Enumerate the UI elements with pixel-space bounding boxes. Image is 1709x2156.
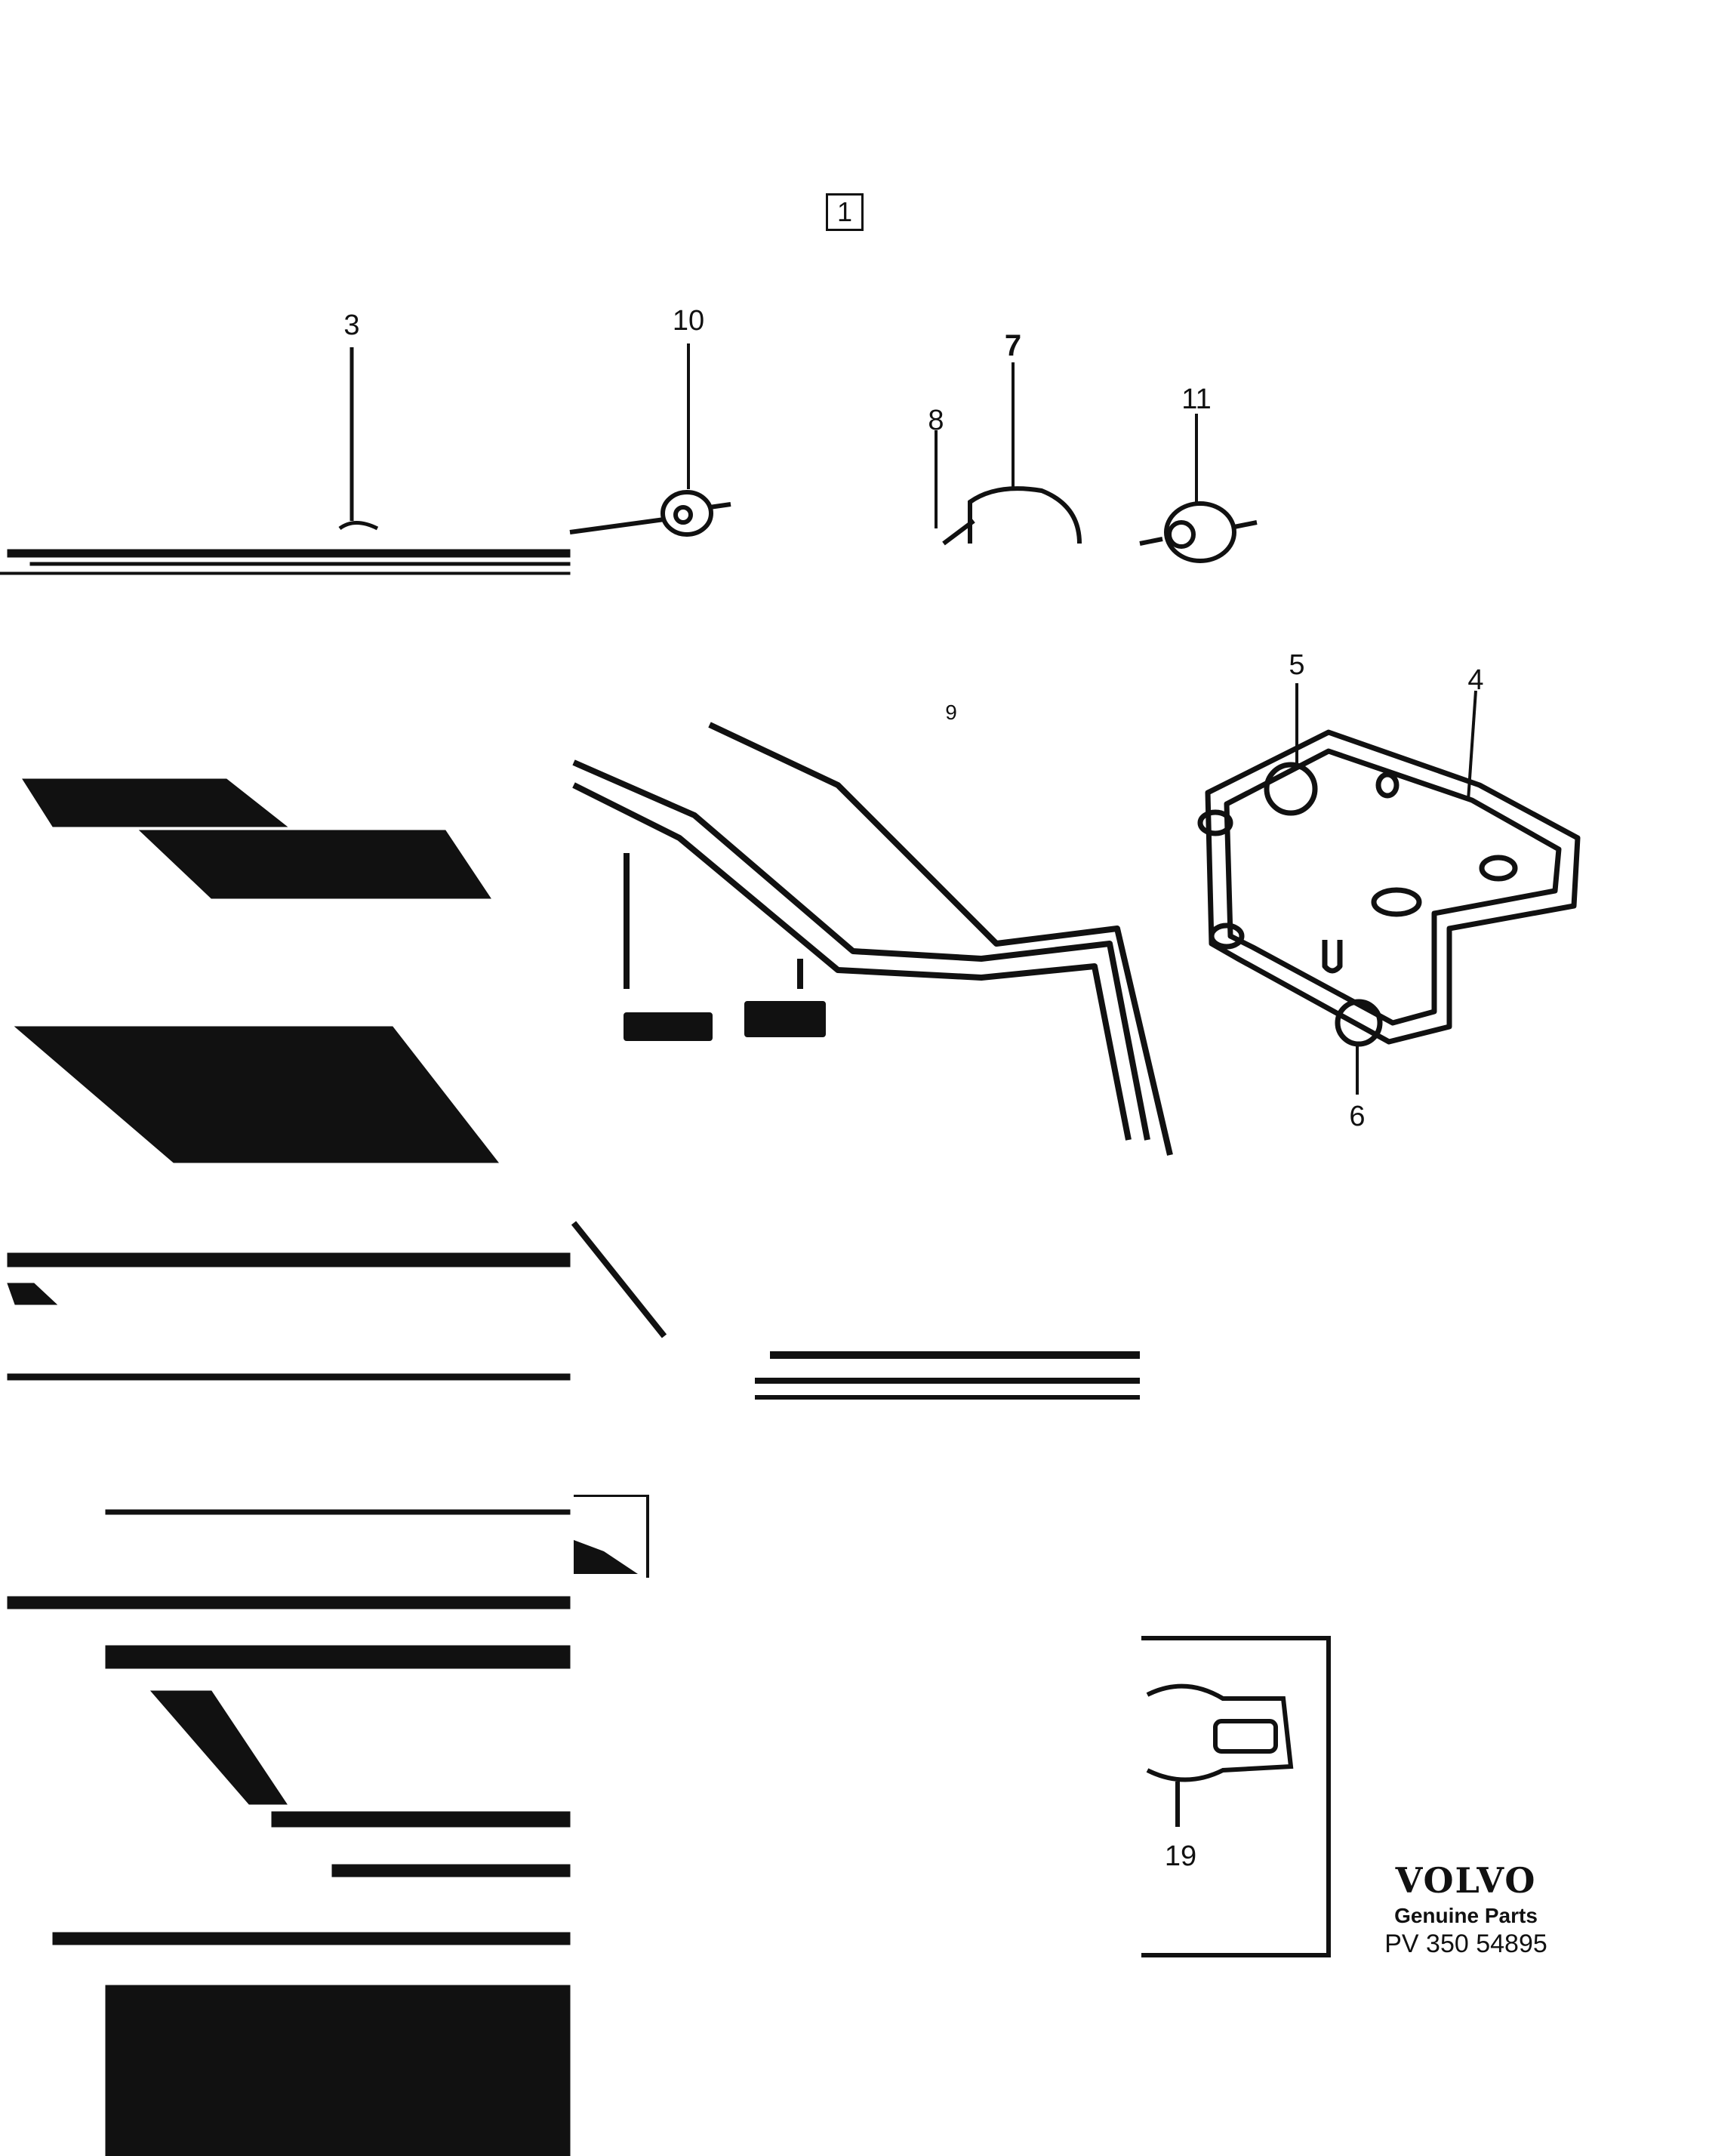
callout-8: 8 — [928, 405, 944, 436]
inset-box — [1141, 1636, 1331, 1957]
callout-6: 6 — [1349, 1101, 1366, 1132]
frame-outline — [571, 722, 1173, 1338]
callout-11: 11 — [1181, 383, 1212, 415]
section-number-box: 1 — [826, 193, 864, 231]
callout-4: 4 — [1467, 664, 1484, 696]
brand-block: VOLVO Genuine Parts PV 350 54895 — [1375, 1860, 1557, 1959]
bulb-holder-7 — [935, 362, 1082, 546]
callout-19: 19 — [1164, 1840, 1197, 1872]
part-number: PV 350 54895 — [1384, 1930, 1547, 1958]
callout-5: 5 — [1289, 649, 1305, 681]
callout-7: 7 — [1004, 329, 1022, 362]
lamp-holder-plate-4 — [1197, 683, 1581, 1095]
brand-tagline: Genuine Parts — [1394, 1904, 1538, 1927]
grommet-10 — [569, 343, 731, 537]
section-number: 1 — [836, 196, 853, 227]
center-scan-artifact — [574, 1351, 1140, 1578]
left-scan-artifact — [0, 549, 571, 2156]
callout-9: 9 — [945, 701, 957, 724]
callout-3: 3 — [343, 310, 360, 341]
callout-10: 10 — [672, 305, 705, 337]
volvo-logo: VOLVO — [1395, 1860, 1537, 1901]
nut-11 — [1139, 414, 1258, 563]
clip-3 — [338, 347, 379, 531]
